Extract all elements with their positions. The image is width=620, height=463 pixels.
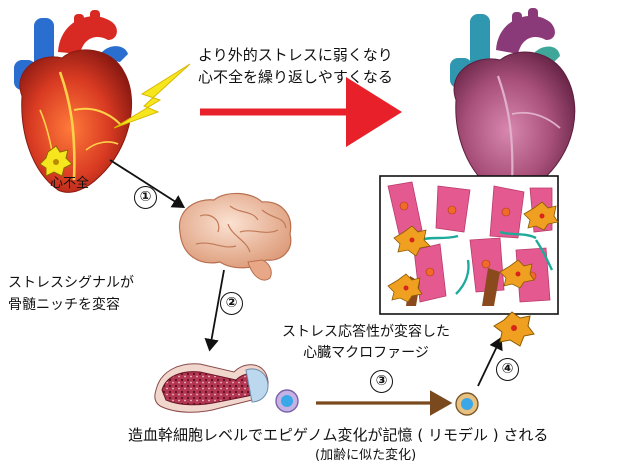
stress-signal-label: ストレスシグナルが 骨髄ニッチを変容 (8, 272, 134, 316)
step-3-marker: ③ (370, 370, 393, 393)
bottom-caption: 造血幹細胞レベルでエピゲノム変化が記憶 ( リモデル ) される (128, 424, 548, 445)
macrophage-label-line2: 心臓マクロファージ (282, 343, 450, 364)
macrophage-label: ストレス応答性が変容した 心臓マクロファージ (282, 322, 450, 364)
top-caption-line1: より外的ストレスに弱くなり (198, 44, 393, 66)
step-1-marker: ① (134, 186, 157, 209)
top-caption: より外的ストレスに弱くなり 心不全を繰り返しやすくなる (198, 44, 393, 88)
cardiac-tissue-panel (380, 176, 558, 314)
brain-illustration (179, 193, 290, 280)
stress-signal-line1: ストレスシグナルが (8, 272, 134, 294)
stress-signal-line2: 骨髄ニッチを変容 (8, 294, 134, 316)
heart-failure-label: 心不全 (50, 172, 89, 191)
bone-marrow-illustration (155, 364, 268, 413)
top-caption-line2: 心不全を繰り返しやすくなる (198, 66, 393, 88)
heart-failure-heart-illustration (14, 10, 132, 192)
step-2-marker: ② (220, 292, 243, 315)
macrophage-label-line1: ストレス応答性が変容した (282, 322, 450, 343)
aging-note: (加齢に似た変化) (315, 444, 416, 463)
step-4-marker: ④ (496, 358, 519, 381)
recurrent-heart-illustration (450, 8, 575, 195)
